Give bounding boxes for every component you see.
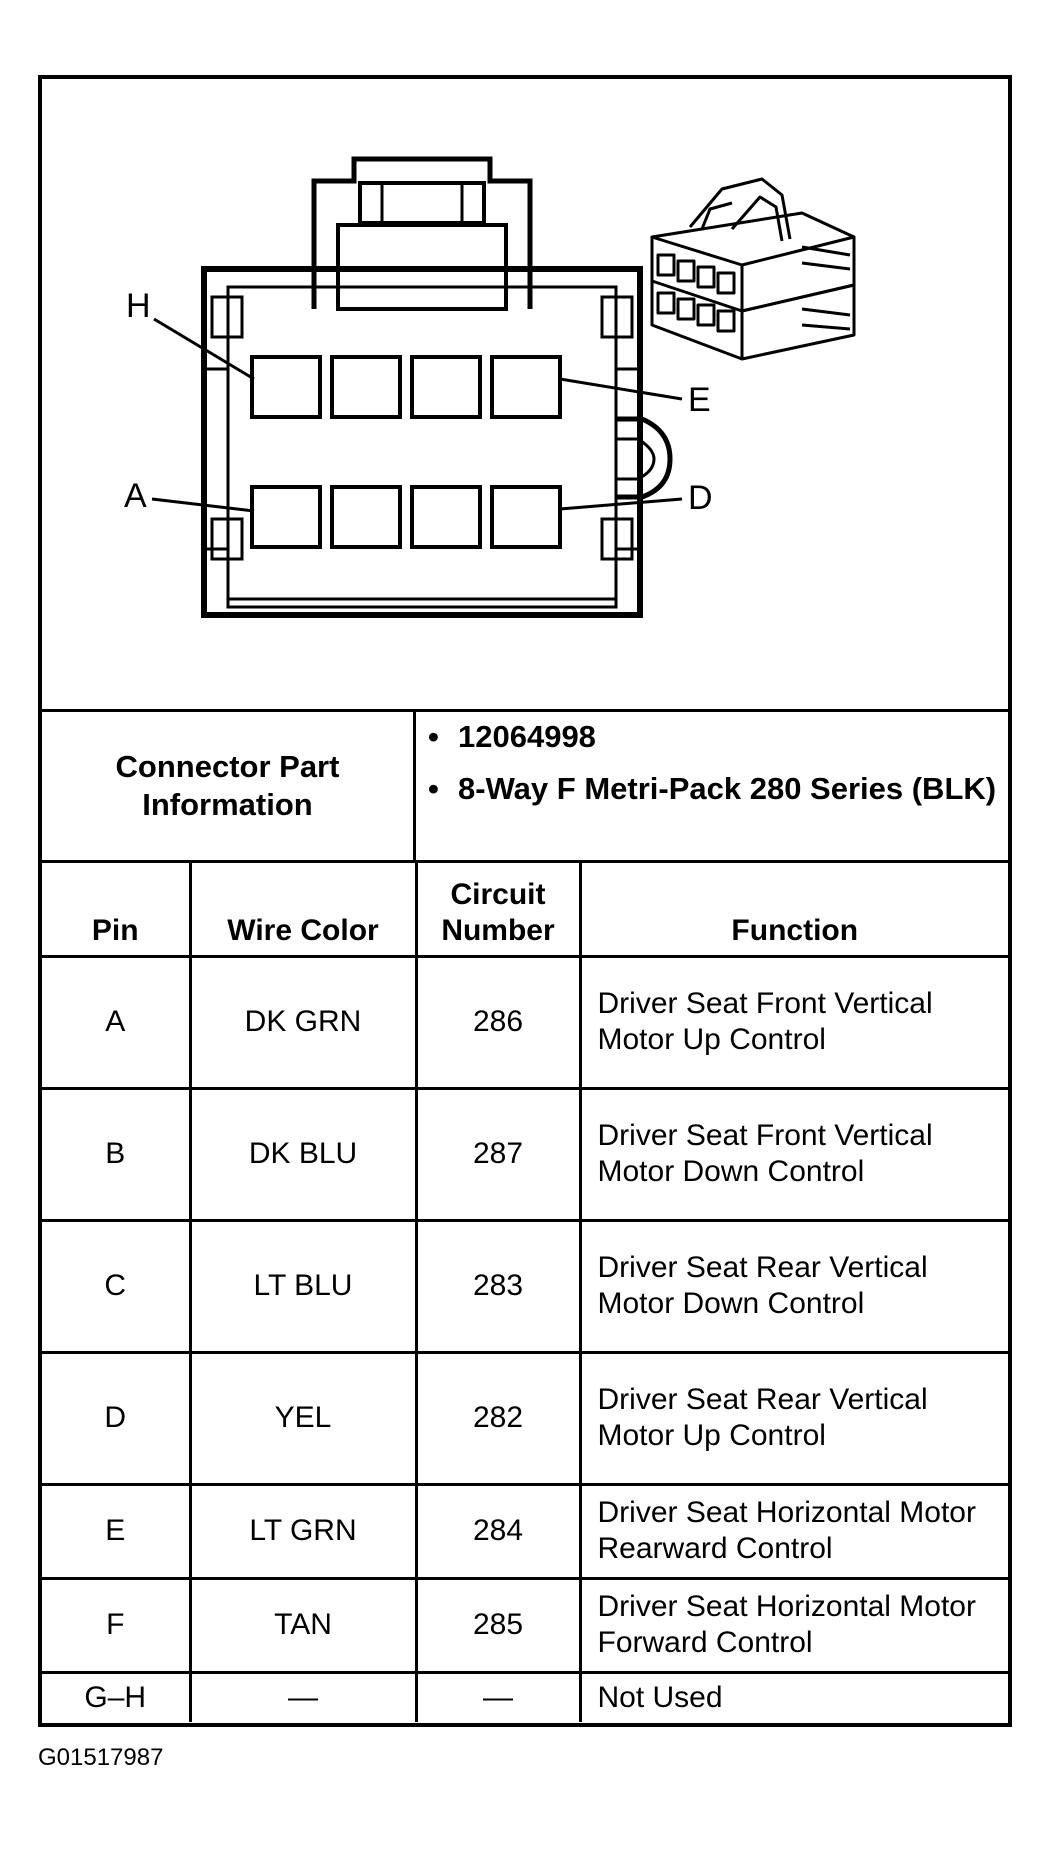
cell-wire-color: DK BLU (190, 1088, 418, 1222)
cell-circuit-number: 285 (416, 1578, 582, 1674)
cell-circuit-number: 283 (416, 1220, 582, 1354)
cell-circuit-number: — (416, 1672, 582, 1722)
header-function: Function (580, 863, 1008, 958)
table-row: B DK BLU 287 Driver Seat Front Vertical … (42, 1088, 1008, 1222)
image-code: G01517987 (38, 1744, 164, 1771)
cell-function: Driver Seat Front Vertical Motor Up Cont… (580, 956, 1008, 1090)
part-number: 12064998 (422, 718, 1002, 756)
cell-function: Driver Seat Horizontal Motor Rearward Co… (580, 1484, 1008, 1580)
connector-figure: H E A D (38, 75, 1012, 1727)
connector-face-view: H E A D (124, 156, 856, 618)
table-row: D YEL 282 Driver Seat Rear Vertical Moto… (42, 1352, 1008, 1486)
cell-pin: D (42, 1352, 192, 1486)
cell-circuit-number: 286 (416, 956, 582, 1090)
callout-h: H (126, 287, 151, 325)
cell-wire-color: LT BLU (190, 1220, 418, 1354)
table-header-row: Pin Wire Color Circuit Number Function (42, 863, 1008, 958)
cell-wire-color: — (190, 1672, 418, 1722)
cell-pin: A (42, 956, 192, 1090)
cell-circuit-number: 284 (416, 1484, 582, 1580)
cell-function: Driver Seat Rear Vertical Motor Down Con… (580, 1220, 1008, 1354)
cell-wire-color: DK GRN (190, 956, 418, 1090)
table-row: E LT GRN 284 Driver Seat Horizontal Moto… (42, 1484, 1008, 1580)
cell-pin: B (42, 1088, 192, 1222)
cell-function: Driver Seat Rear Vertical Motor Up Contr… (580, 1352, 1008, 1486)
callout-a: A (124, 477, 147, 515)
header-circuit-number: Circuit Number (416, 863, 582, 958)
part-info-list: 12064998 8-Way F Metri-Pack 280 Series (… (422, 718, 1002, 822)
pinout-table: Pin Wire Color Circuit Number Function A… (42, 863, 1008, 1722)
cell-pin: F (42, 1578, 192, 1674)
part-info-label: Connector Part Information (42, 712, 416, 860)
callout-d: D (688, 479, 713, 517)
cell-pin: E (42, 1484, 192, 1580)
table-row: A DK GRN 286 Driver Seat Front Vertical … (42, 956, 1008, 1090)
cell-wire-color: LT GRN (190, 1484, 418, 1580)
callout-leaders (151, 317, 683, 513)
callout-e: E (688, 381, 711, 419)
cell-pin: G–H (42, 1672, 192, 1722)
connector-body (201, 156, 673, 618)
cell-wire-color: YEL (190, 1352, 418, 1486)
cell-function: Driver Seat Front Vertical Motor Down Co… (580, 1088, 1008, 1222)
table-row: F TAN 285 Driver Seat Horizontal Motor F… (42, 1578, 1008, 1674)
connector-part-information: Connector Part Information 12064998 8-Wa… (42, 712, 1008, 863)
cell-wire-color: TAN (190, 1578, 418, 1674)
header-wire-color: Wire Color (190, 863, 418, 958)
cell-pin: C (42, 1220, 192, 1354)
header-pin: Pin (42, 863, 192, 958)
table-row: C LT BLU 283 Driver Seat Rear Vertical M… (42, 1220, 1008, 1354)
cell-function: Driver Seat Horizontal Motor Forward Con… (580, 1578, 1008, 1674)
cell-circuit-number: 282 (416, 1352, 582, 1486)
table-row: G–H — — Not Used (42, 1672, 1008, 1722)
connector-drawing: H E A D (42, 79, 1008, 712)
cell-function: Not Used (597, 1680, 723, 1714)
cell-circuit-number: 287 (416, 1088, 582, 1222)
connector-type: 8-Way F Metri-Pack 280 Series (BLK) (422, 770, 1002, 808)
connector-isometric-icon (650, 177, 856, 361)
